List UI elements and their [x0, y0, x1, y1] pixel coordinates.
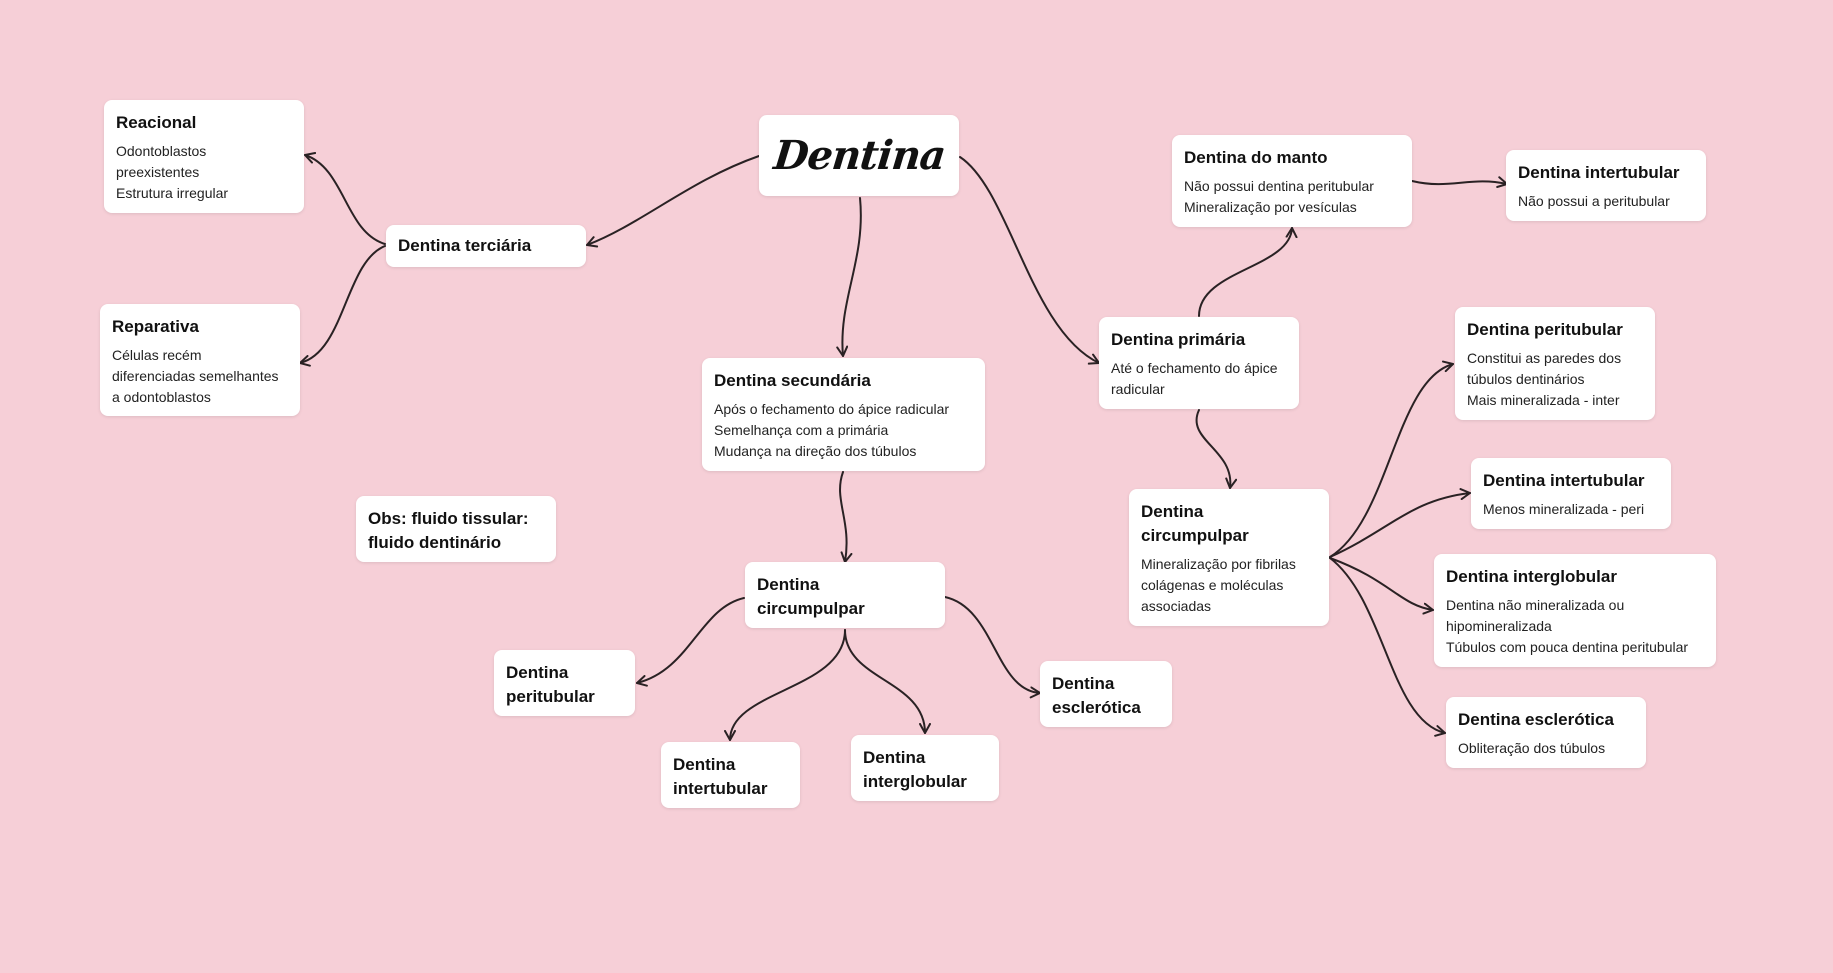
edge-circ-intertubular — [724, 629, 846, 741]
node-title: Dentina peritubular — [1467, 320, 1623, 339]
node-title: Dentina intertubular — [673, 755, 768, 798]
node-body: Obliteração dos túbulos — [1458, 740, 1606, 756]
node-body: Até o fechamento do ápice radicular — [1111, 360, 1278, 397]
node-primaria-intertubular[interactable]: Dentina intertubular Menos mineralizada … — [1471, 458, 1671, 529]
node-title: Dentina esclerótica — [1052, 674, 1141, 717]
node-title: Dentina interglobular — [863, 748, 967, 791]
node-title: Reacional — [116, 113, 197, 132]
node-body: Dentina não mineralizada ou hipominerali… — [1446, 597, 1689, 655]
edge-circ-interglobular — [844, 629, 931, 734]
node-dentina-terciaria[interactable]: Dentina terciária — [386, 225, 586, 267]
node-title: Dentina peritubular — [506, 663, 595, 706]
node-body: Não possui a peritubular — [1518, 193, 1670, 209]
node-secundaria-peritubular[interactable]: Dentina peritubular — [494, 650, 635, 716]
edge-terciaria-reacional — [304, 152, 386, 245]
node-primaria-interglobular[interactable]: Dentina interglobular Dentina não minera… — [1434, 554, 1716, 667]
edge-primaria-manto — [1198, 227, 1298, 317]
node-title: Obs: fluido tissular: fluido dentinário — [368, 509, 529, 552]
node-body: Odontoblastos preexistentes Estrutura ir… — [116, 143, 229, 201]
node-manto-intertubular[interactable]: Dentina intertubular Não possui a peritu… — [1506, 150, 1706, 221]
node-title: Dentina primária — [1111, 330, 1246, 349]
node-title: Dentina secundária — [714, 371, 871, 390]
edge-secundaria-circumpulpar — [839, 471, 853, 563]
node-secundaria-esclerotica[interactable]: Dentina esclerótica — [1040, 661, 1172, 727]
node-title: Dentina terciária — [398, 236, 532, 255]
node-title: Reparativa — [112, 317, 199, 336]
node-title: Dentina intertubular — [1483, 471, 1645, 490]
node-body: Mineralização por fibrilas colágenas e m… — [1141, 556, 1296, 614]
node-obs-fluido[interactable]: Obs: fluido tissular: fluido dentinário — [356, 496, 556, 562]
node-dentina-primaria[interactable]: Dentina primária Até o fechamento do ápi… — [1099, 317, 1299, 409]
edge-root-terciaria — [586, 155, 760, 248]
edge-circ2-peritubular — [1329, 360, 1454, 558]
node-dentina-do-manto[interactable]: Dentina do manto Não possui dentina peri… — [1172, 135, 1412, 227]
edge-circ2-esclerotica — [1329, 557, 1446, 737]
edge-manto-intertubular — [1411, 176, 1508, 188]
node-reacional[interactable]: Reacional Odontoblastos preexistentes Es… — [104, 100, 304, 213]
node-title: Dentina interglobular — [1446, 567, 1617, 586]
node-primaria-esclerotica[interactable]: Dentina esclerótica Obliteração dos túbu… — [1446, 697, 1646, 768]
node-dentina-secundaria[interactable]: Dentina secundária Após o fechamento do … — [702, 358, 985, 471]
edge-circ-esclerotica — [944, 596, 1041, 699]
node-secundaria-intertubular[interactable]: Dentina intertubular — [661, 742, 800, 808]
edge-root-primaria — [959, 156, 1100, 365]
edge-root-secundaria — [836, 197, 862, 357]
edge-circ2-interglobular — [1329, 557, 1434, 615]
root-title: Dentina — [771, 132, 947, 179]
node-title: Dentina esclerótica — [1458, 710, 1614, 729]
node-primaria-peritubular[interactable]: Dentina peritubular Constitui as paredes… — [1455, 307, 1655, 420]
node-body: Não possui dentina peritubular Mineraliz… — [1184, 178, 1374, 215]
node-body: Constitui as paredes dos túbulos dentiná… — [1467, 350, 1622, 408]
node-secundaria-circumpulpar[interactable]: Dentina circumpulpar — [745, 562, 945, 628]
root-node-dentina[interactable]: Dentina — [759, 115, 959, 196]
node-title: Dentina circumpulpar — [757, 575, 865, 618]
node-title: Dentina do manto — [1184, 148, 1328, 167]
edge-primaria-circumpulpar — [1195, 409, 1238, 489]
edge-circ-peritubular — [636, 597, 745, 687]
node-body: Células recém diferenciadas semelhantes … — [112, 347, 279, 405]
edge-circ2-intertubular — [1329, 488, 1471, 558]
node-body: Após o fechamento do ápice radicular Sem… — [714, 401, 950, 459]
node-secundaria-interglobular[interactable]: Dentina interglobular — [851, 735, 999, 801]
node-primaria-circumpulpar[interactable]: Dentina circumpulpar Mineralização por f… — [1129, 489, 1329, 626]
node-reparativa[interactable]: Reparativa Células recém diferenciadas s… — [100, 304, 300, 416]
edge-terciaria-reparativa — [299, 245, 386, 367]
node-title: Dentina circumpulpar — [1141, 502, 1249, 545]
node-body: Menos mineralizada - peri — [1483, 501, 1645, 517]
node-title: Dentina intertubular — [1518, 163, 1680, 182]
